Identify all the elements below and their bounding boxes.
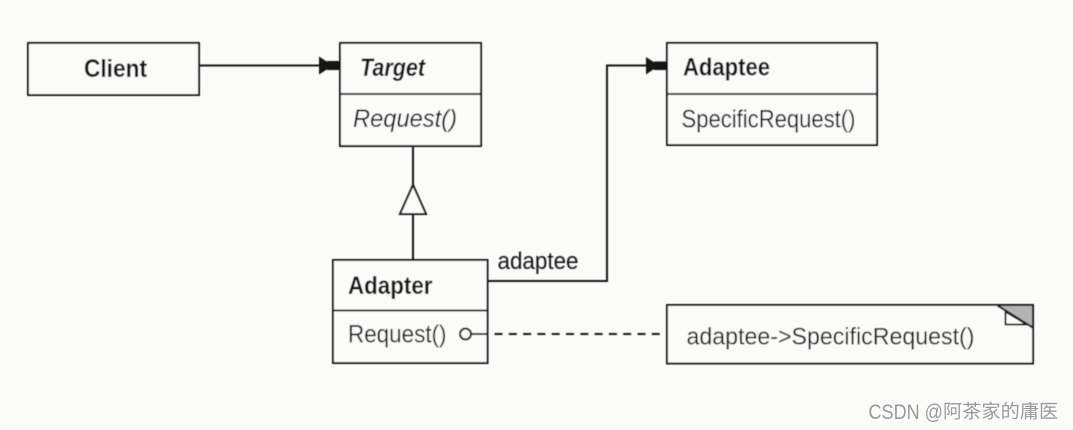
svg-text:Request(): Request() xyxy=(353,105,457,133)
svg-text:Request(): Request() xyxy=(348,321,447,349)
svg-text:Target: Target xyxy=(360,54,426,82)
svg-text:adaptee->SpecificRequest(): adaptee->SpecificRequest() xyxy=(687,324,975,351)
svg-text:Adaptee: Adaptee xyxy=(683,54,770,82)
svg-text:CSDN @: CSDN @ xyxy=(869,401,944,424)
svg-text:Client: Client xyxy=(84,55,148,83)
svg-text:SpecificRequest(): SpecificRequest() xyxy=(682,106,856,134)
svg-text:Adapter: Adapter xyxy=(348,272,433,300)
svg-text:adaptee: adaptee xyxy=(498,248,579,275)
svg-text:CSDN @: CSDN @ xyxy=(870,402,945,425)
